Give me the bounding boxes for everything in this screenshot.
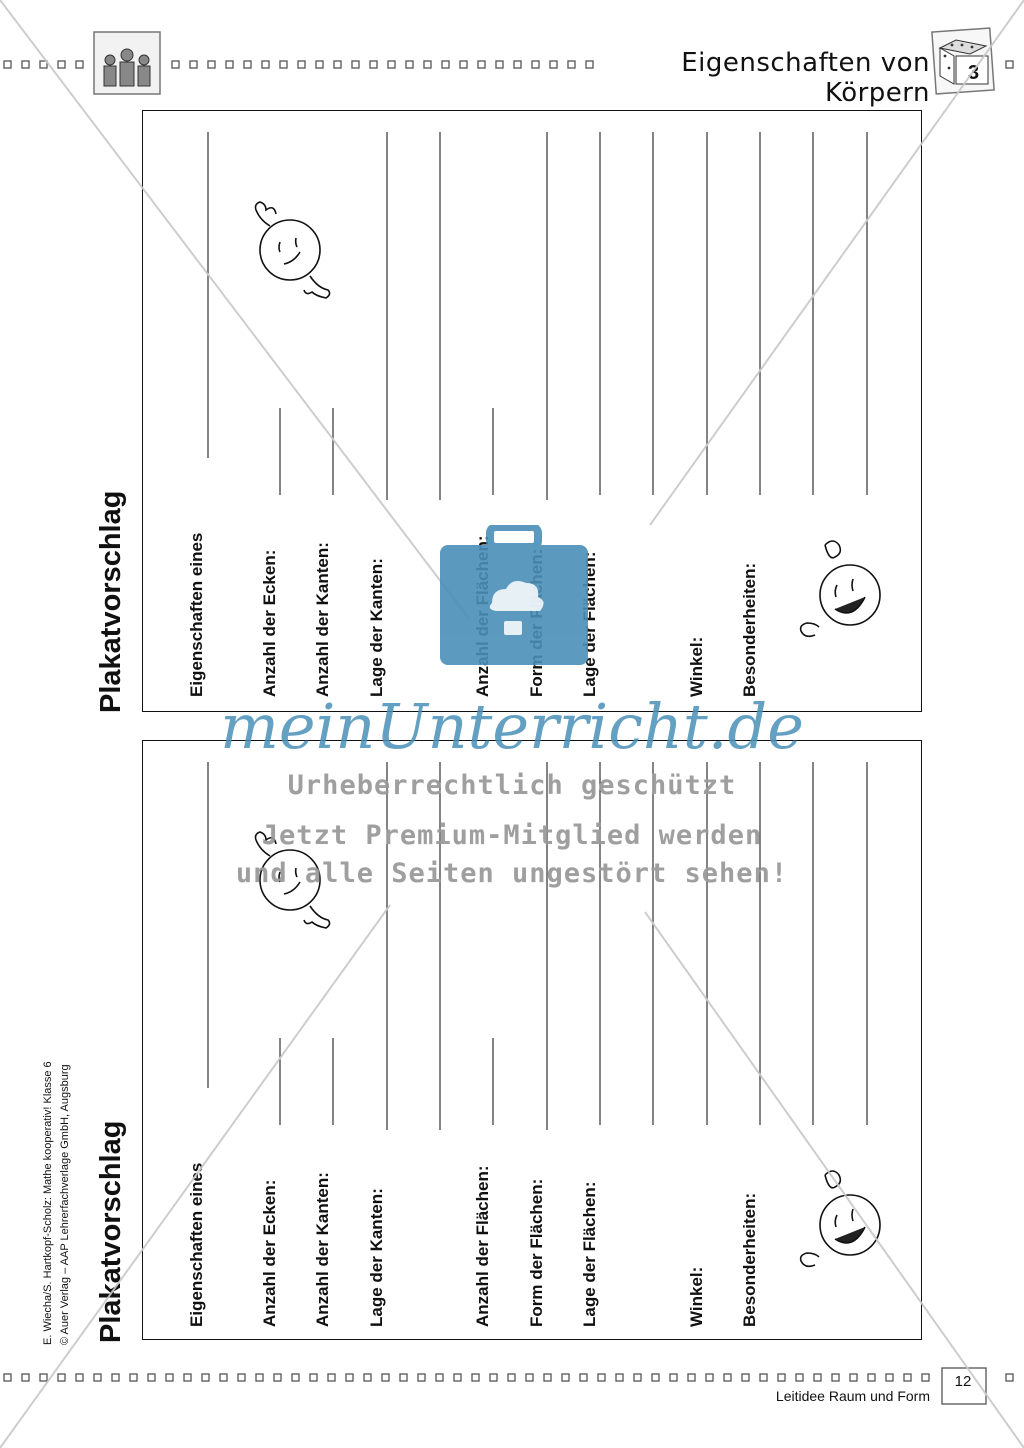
footer-section: Leitidee Raum und Form [775, 1388, 930, 1404]
page-number-frame [941, 1367, 987, 1405]
writing-lines-top [207, 132, 868, 500]
watermark-line-1: Urheberrechtlich geschützt [287, 770, 737, 801]
watermark-logo: meinUnterricht.de [220, 690, 804, 763]
bottom-dotted-border [3, 1373, 1014, 1382]
poster-panel-top [142, 110, 922, 712]
top-dotted-border [3, 60, 1014, 69]
chapter-dice-icon [931, 27, 995, 95]
page-number: 12 [954, 1373, 972, 1390]
watermark-line-3: und alle Seiten ungestört sehen! [235, 858, 789, 889]
watermark-line-2: Jetzt Premium-Mitglied werden [261, 820, 763, 851]
smiley-laughing-icon [799, 1170, 881, 1268]
briefcase-cloud-icon [440, 525, 588, 665]
poster-panel-bottom [142, 740, 922, 1340]
smiley-neutral-icon [254, 831, 331, 929]
smiley-neutral-icon [254, 201, 331, 299]
chapter-number: 3 [968, 62, 980, 84]
smiley-laughing-icon [799, 540, 881, 638]
page-title: Eigenschaften von Körpern [681, 48, 930, 108]
people-logo-icon [93, 31, 161, 95]
writing-lines-bottom [207, 762, 868, 1130]
